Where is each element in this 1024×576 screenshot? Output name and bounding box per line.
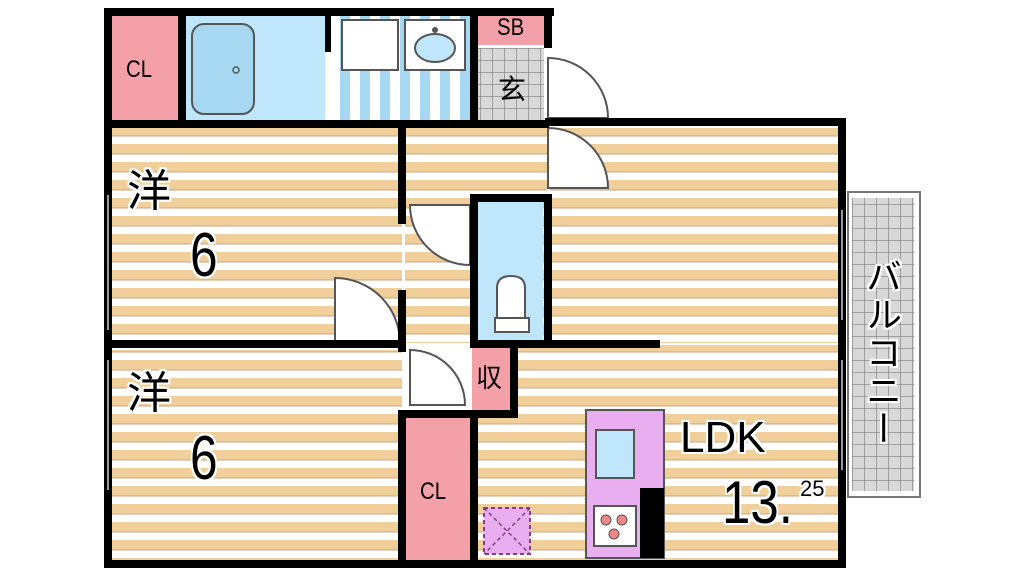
door-swings [334, 56, 610, 406]
ldk-size-fraction: 25 [800, 476, 825, 501]
western-room-2-size: 6 [190, 424, 218, 493]
washing-machine-icon [341, 19, 399, 71]
ldk-label: LDK [680, 413, 766, 462]
bathtub-icon [191, 23, 255, 115]
storage-closet [472, 348, 510, 410]
stove-icon [593, 505, 637, 547]
closet-bottom [405, 418, 471, 560]
western-room-2-floor [110, 350, 402, 560]
western-room-1-size: 6 [190, 221, 218, 290]
closet-bottom-label: CL [420, 478, 447, 505]
storage-label: 収 [476, 364, 503, 394]
western-room-1-label: 洋 [127, 166, 171, 217]
entrance-label: 玄 [498, 73, 527, 106]
ldk-size-main: 13. [722, 469, 793, 536]
closet-top [110, 15, 178, 120]
window-marks [107, 195, 843, 490]
closet-top-label: CL [126, 56, 153, 83]
shoe-box [478, 15, 544, 45]
shoe-box-label: SB [497, 14, 525, 41]
entrance-floor [478, 48, 544, 122]
toilet-icon [496, 274, 526, 319]
kitchen-sink-icon [595, 429, 635, 479]
western-room-2-label: 洋 [127, 368, 171, 419]
balcony-label: バルコニー [860, 258, 901, 448]
